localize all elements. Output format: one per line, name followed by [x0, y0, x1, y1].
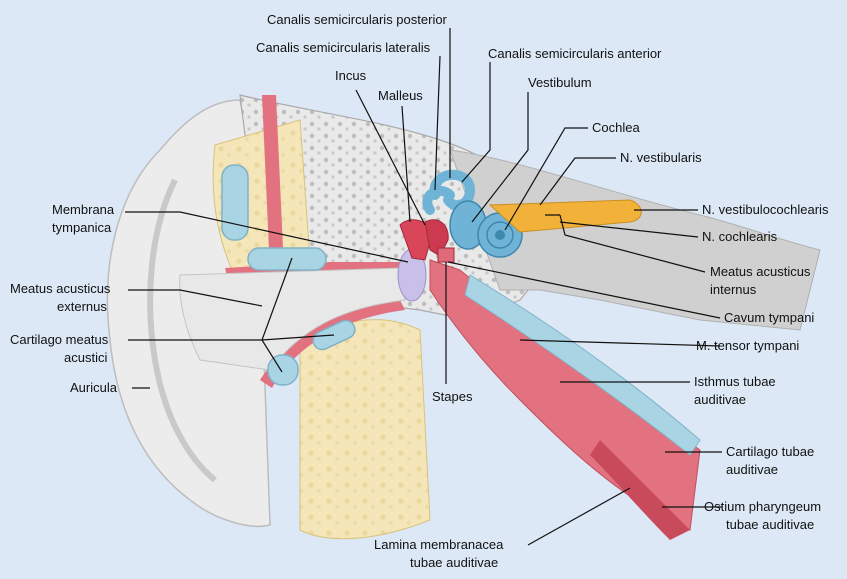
leader-canalis-lateralis [434, 55, 441, 191]
label-incus: Incus [335, 68, 367, 83]
label-n-cochlearis: N. cochlearis [702, 229, 778, 244]
leader-meatus-internus [545, 214, 706, 273]
label-ostium-line1: Ostium pharyngeum [704, 499, 821, 514]
label-lamina-line2: tubae auditivae [410, 555, 498, 570]
label-cartilago-tubae-line2: auditivae [726, 462, 778, 477]
label-isthmus-line2: auditivae [694, 392, 746, 407]
petrous-region [449, 149, 821, 331]
stapes-shape [437, 247, 455, 263]
label-lamina-line1: Lamina membranacea [374, 537, 504, 552]
leader-cartilago-meatus [128, 257, 335, 373]
label-meatus-externus-line2: externus [57, 299, 107, 314]
label-membrana-line1: Membrana [52, 202, 115, 217]
label-vestibulum: Vestibulum [528, 75, 592, 90]
label-cartilago-meatus-line1: Cartilago meatus [10, 332, 109, 347]
label-canalis-anterior: Canalis semicircularis anterior [488, 46, 662, 61]
label-meatus-internus-line1: Meatus acusticus [710, 264, 811, 279]
mastoid-bone [299, 319, 431, 540]
label-auricula: Auricula [70, 380, 118, 395]
leader-cavum-tympani [447, 261, 721, 319]
leader-canalis-anterior [461, 62, 491, 183]
label-m-tensor-tympani: M. tensor tympani [696, 338, 799, 353]
cartilage-lower-left [267, 354, 299, 386]
cartilage-upper-left [221, 164, 249, 241]
leader-meatus-externus [128, 289, 263, 307]
skin-vertical-strip [262, 95, 284, 272]
label-cartilago-meatus-line2: acustici [64, 350, 107, 365]
label-cavum-tympani: Cavum tympani [724, 310, 814, 325]
leader-m-tensor-tympani [519, 339, 721, 347]
leader-membrana [125, 211, 409, 263]
leader-incus [355, 89, 426, 226]
leader-cochlea [504, 127, 588, 231]
cochlea-apex [495, 230, 505, 240]
label-ostium-line2: tubae auditivae [726, 517, 814, 532]
cochlea-inner-turn [486, 221, 514, 249]
label-cartilago-tubae-line1: Cartilago tubae [726, 444, 814, 459]
nervus-vestibulocochlearis [488, 199, 642, 233]
label-stapes: Stapes [432, 389, 473, 404]
label-n-vestibularis: N. vestibularis [620, 150, 702, 165]
label-meatus-externus-line1: Meatus acusticus [10, 281, 111, 296]
semicircular-canals [422, 169, 476, 215]
label-meatus-internus-line2: internus [710, 282, 757, 297]
tuba-auditiva-ostium [590, 440, 690, 540]
label-n-vestibulocochlearis: N. vestibulocochlearis [702, 202, 829, 217]
leader-malleus [401, 105, 411, 223]
leader-n-vestibularis [539, 157, 616, 206]
label-canalis-posterior: Canalis semicircularis posterior [267, 12, 448, 27]
label-cochlea: Cochlea [592, 120, 640, 135]
leader-lamina [527, 487, 631, 546]
label-canalis-lateralis: Canalis semicircularis lateralis [256, 40, 431, 55]
leader-vestibulum [471, 92, 529, 223]
leader-n-cochlearis [559, 221, 699, 238]
label-malleus: Malleus [378, 88, 423, 103]
tuba-auditiva-cartilage [464, 274, 701, 456]
auricula-fold [147, 178, 217, 483]
label-isthmus-line1: Isthmus tubae [694, 374, 776, 389]
label-membrana-line2: tympanica [52, 220, 112, 235]
cartilage-canal-upper [247, 247, 327, 271]
